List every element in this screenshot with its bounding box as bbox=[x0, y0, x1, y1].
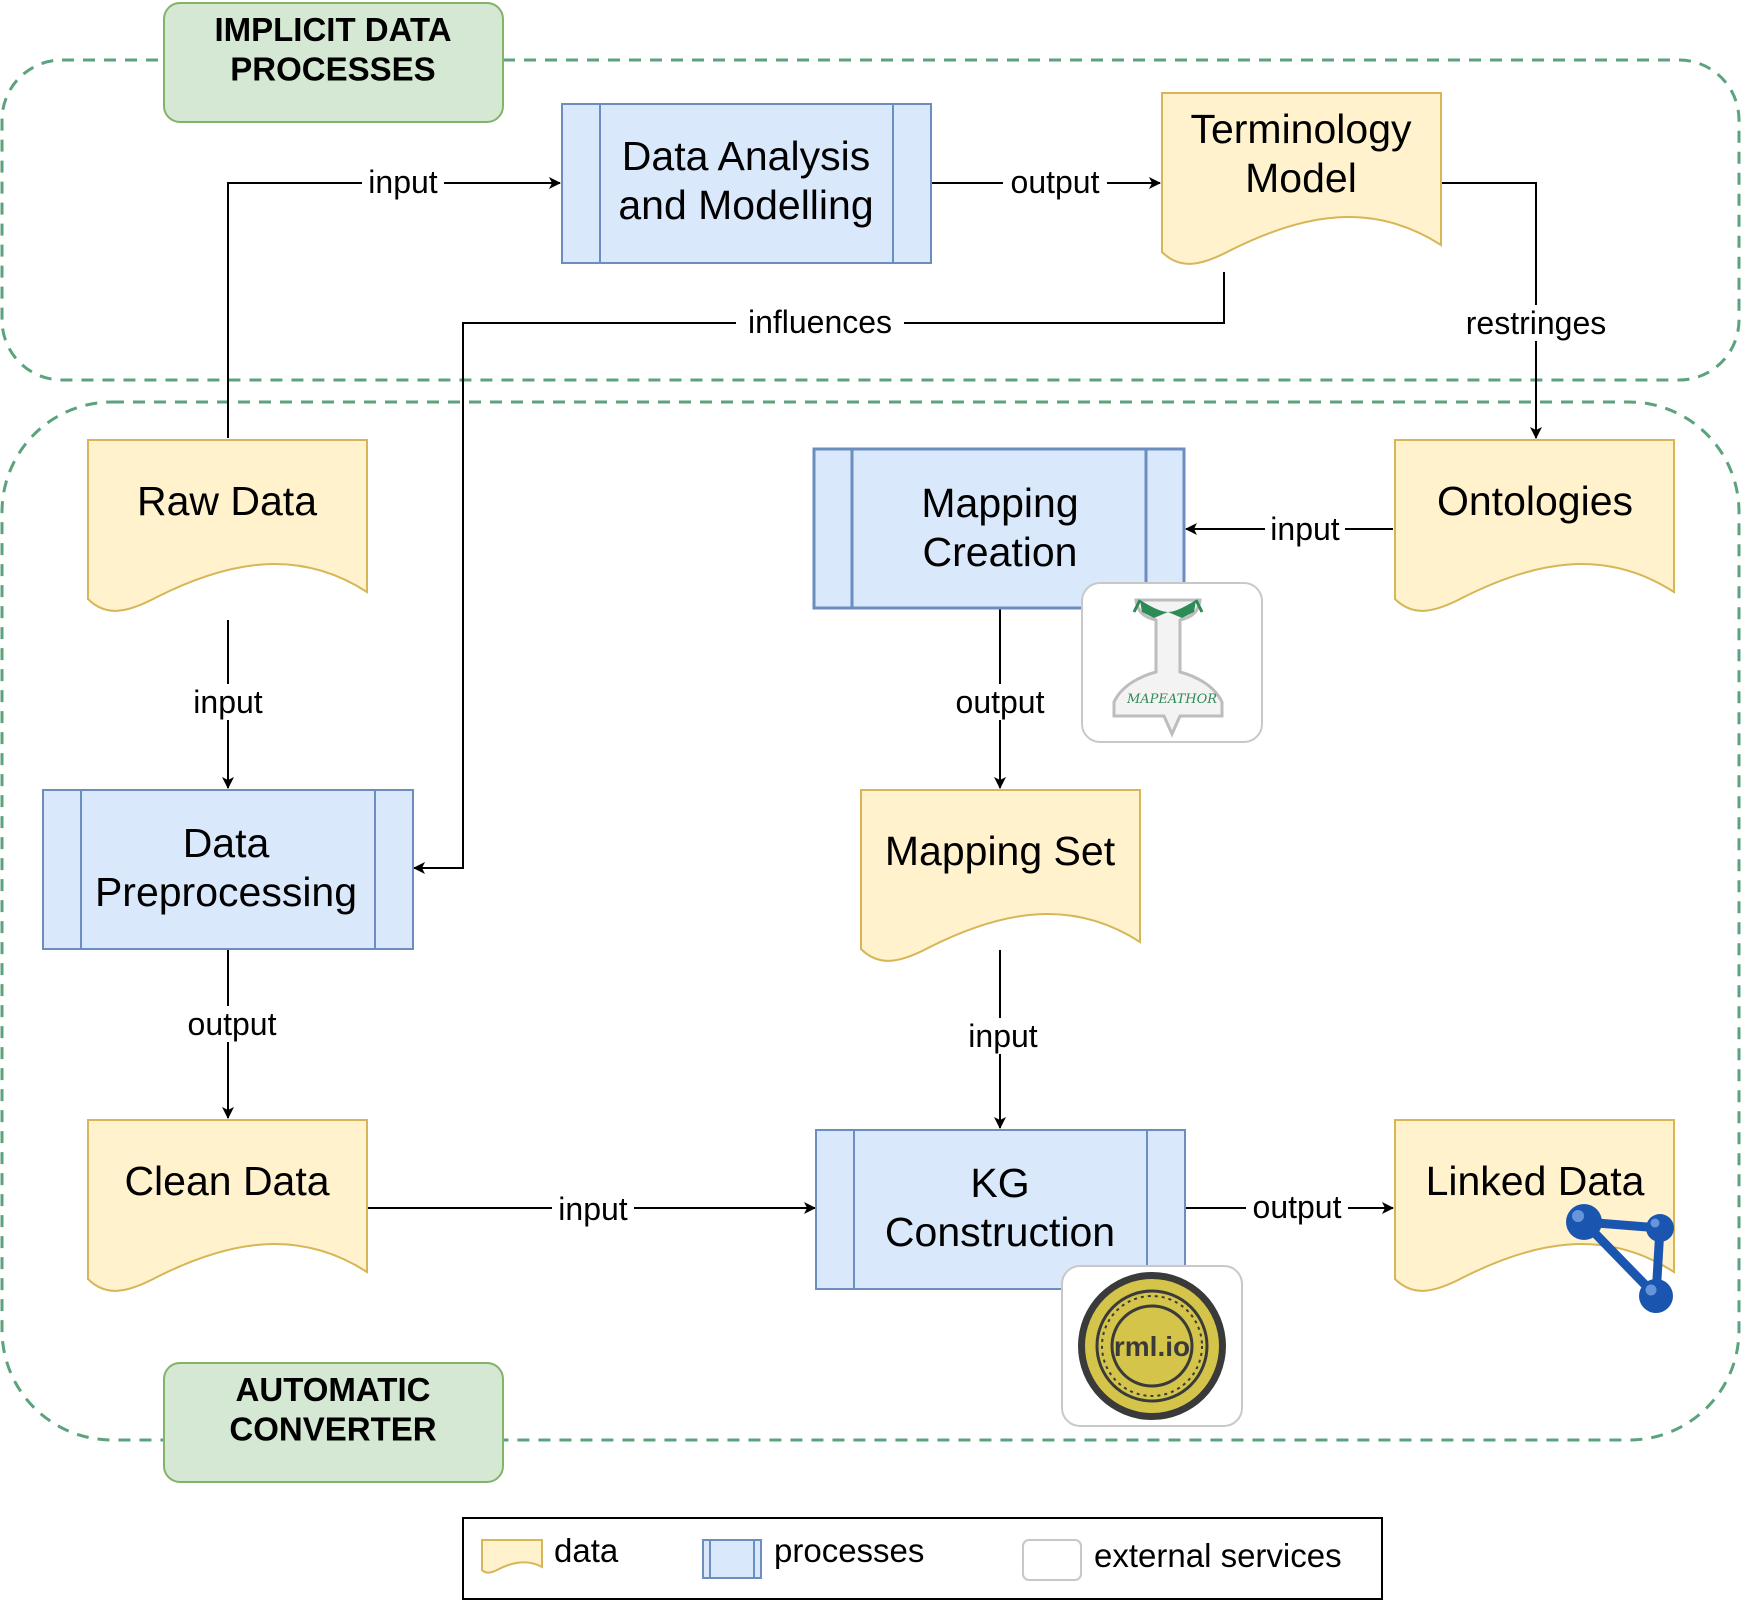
text-line: Construction bbox=[885, 1209, 1115, 1255]
legend-data: data bbox=[481, 1532, 619, 1574]
text-line: CONVERTER bbox=[229, 1411, 436, 1448]
edge-label: output bbox=[1011, 164, 1100, 200]
edge-raw-to-analysis: input bbox=[227, 164, 561, 438]
edge-raw-to-preprocessing: input bbox=[187, 620, 269, 789]
external-service-rmlio: rml.io bbox=[1061, 1265, 1243, 1427]
edge-label: input bbox=[968, 1018, 1038, 1054]
external-service-mapeathor: MAPEATHOR bbox=[1081, 582, 1263, 743]
edge-ontologies-to-mapping: input bbox=[1185, 510, 1393, 547]
node-label: Linked Data bbox=[1426, 1158, 1645, 1204]
text-line: Creation bbox=[923, 529, 1078, 575]
node-label: Raw Data bbox=[137, 478, 317, 524]
edge-label: influences bbox=[748, 304, 892, 340]
data-clean-data: Clean Data bbox=[87, 1119, 368, 1292]
text-line: PROCESSES bbox=[230, 51, 435, 88]
edge-label: output bbox=[188, 1006, 277, 1042]
text-line: Data bbox=[183, 820, 270, 866]
text-line: AUTOMATIC bbox=[236, 1371, 431, 1408]
legend-processes-label: processes bbox=[774, 1532, 924, 1569]
text-line: Model bbox=[1245, 155, 1357, 201]
data-raw-data: Raw Data bbox=[87, 439, 368, 612]
edge-label: restringes bbox=[1466, 305, 1607, 341]
text-line: Terminology bbox=[1190, 106, 1412, 152]
edge-terminology-restringes: restringes bbox=[1441, 182, 1618, 439]
text-line: KG bbox=[970, 1160, 1029, 1206]
mapeathor-hammer-logo: MAPEATHOR bbox=[1112, 598, 1224, 738]
edge-preprocessing-to-clean: output bbox=[180, 950, 284, 1119]
text-line: and Modelling bbox=[618, 182, 873, 228]
edge-label: output bbox=[1253, 1189, 1342, 1225]
edge-label: input bbox=[1270, 511, 1340, 547]
legend-external-services: external services bbox=[1022, 1537, 1342, 1581]
edge-label: output bbox=[956, 684, 1045, 720]
edge-kg-to-linked: output bbox=[1186, 1189, 1394, 1225]
legend-external-services-label: external services bbox=[1094, 1537, 1342, 1574]
legend-data-label: data bbox=[554, 1532, 619, 1569]
text-line: Data Analysis bbox=[622, 133, 870, 179]
network-graph-icon bbox=[1566, 1204, 1674, 1313]
edge-mapping-to-set: output bbox=[948, 609, 1052, 789]
edge-terminology-influences: influences bbox=[413, 272, 1225, 874]
text-line: IMPLICIT DATA bbox=[214, 11, 451, 48]
data-linked-data: Linked Data bbox=[1394, 1119, 1675, 1292]
node-label: Clean Data bbox=[124, 1158, 329, 1204]
node-label: Ontologies bbox=[1437, 478, 1633, 524]
edge-analysis-to-terminology: output bbox=[932, 164, 1161, 200]
edge-label: input bbox=[368, 164, 438, 200]
edge-label: input bbox=[558, 1191, 628, 1227]
data-mapping-set: Mapping Set bbox=[860, 789, 1141, 962]
edge-clean-to-kg: input bbox=[368, 1190, 816, 1227]
mapeathor-logo-text: MAPEATHOR bbox=[1126, 692, 1217, 707]
group-automatic-converter bbox=[0, 400, 1741, 1442]
edge-label: input bbox=[193, 684, 263, 720]
legend: data processes external services bbox=[462, 1517, 1383, 1600]
node-label: Mapping Set bbox=[885, 828, 1116, 874]
text-line: Mapping bbox=[921, 480, 1078, 526]
rmlio-logo-text: rml.io bbox=[1114, 1331, 1190, 1362]
legend-processes: processes bbox=[702, 1532, 924, 1579]
edge-set-to-kg: input bbox=[962, 950, 1044, 1129]
rml-io-coin-logo: rml.io bbox=[1078, 1272, 1226, 1420]
group-implicit-data-processes bbox=[0, 58, 1741, 382]
data-ontologies: Ontologies bbox=[1394, 439, 1675, 612]
text-line: Preprocessing bbox=[95, 869, 357, 915]
